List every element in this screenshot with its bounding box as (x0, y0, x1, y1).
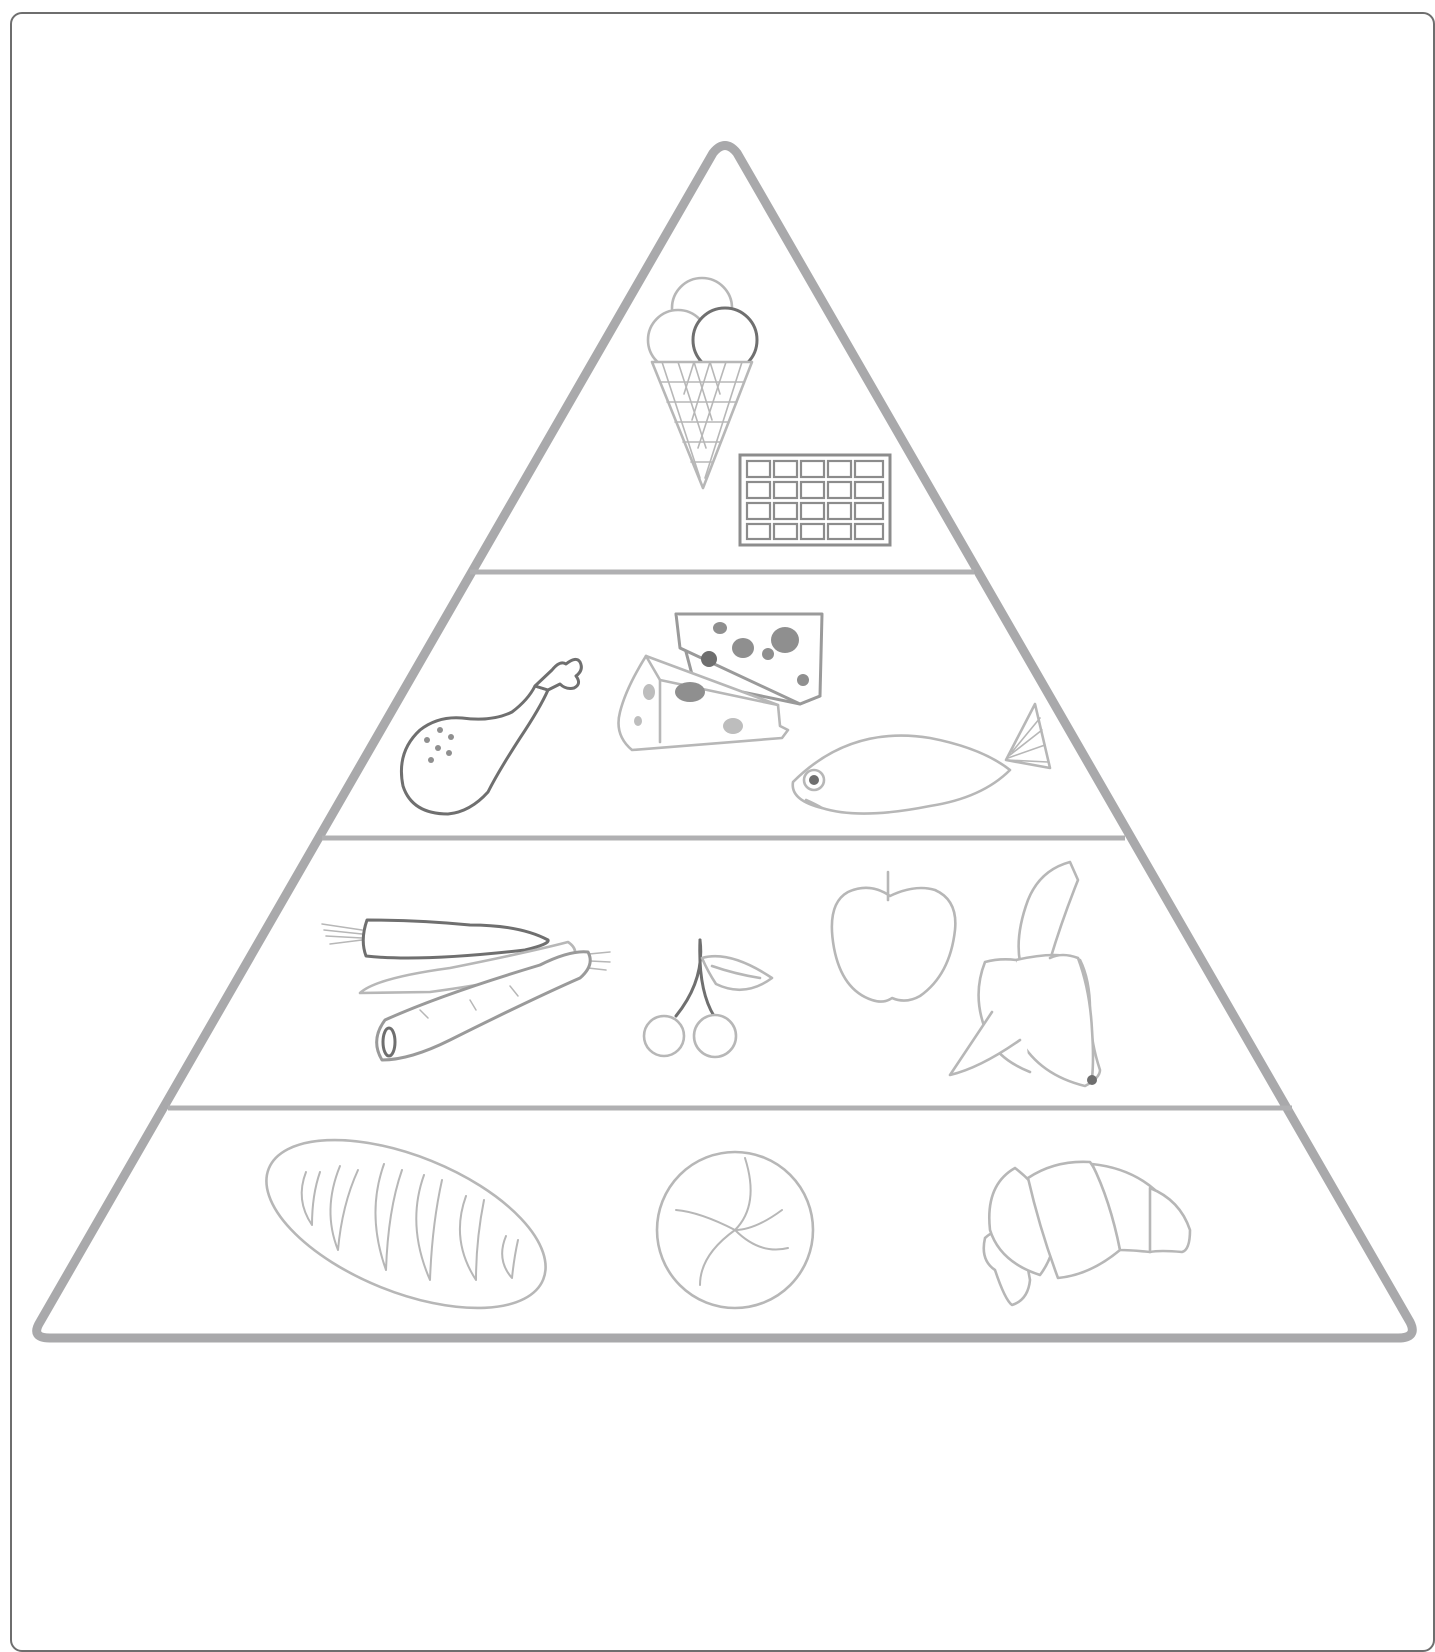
cherries-icon (644, 940, 772, 1057)
fish-icon (793, 704, 1050, 814)
chicken-drumstick-icon (401, 659, 581, 814)
carrots-icon (322, 920, 610, 1060)
apple-icon (832, 872, 955, 1002)
croissant-icon (984, 1162, 1190, 1305)
pyramid-level-base (243, 1106, 1190, 1343)
pyramid-level-third (322, 862, 1100, 1086)
pyramid-level-top (648, 278, 890, 545)
pyramid-level-second (401, 614, 1050, 814)
bread-roll-icon (657, 1152, 813, 1308)
banana-icon (950, 862, 1100, 1086)
cheese-icon (619, 614, 823, 750)
chocolate-bar-icon (740, 455, 890, 545)
bread-loaf-icon (243, 1106, 568, 1343)
